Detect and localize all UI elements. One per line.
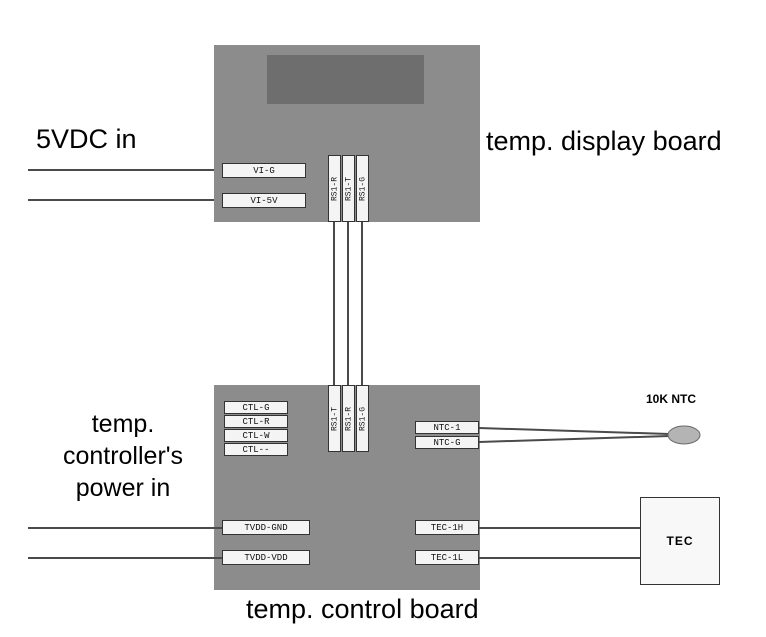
connector-ctl-dash-label: CTL-- — [242, 444, 270, 455]
connector-rs1-t-control: RS1-T — [328, 385, 341, 452]
control-board-label: temp. control board — [246, 594, 479, 624]
display-board-label: temp. display board — [486, 126, 722, 156]
wire-tec-1l — [479, 557, 640, 559]
connector-rs1-t-display: RS1-T — [342, 155, 355, 222]
connector-rs1-g-control: RS1-G — [356, 385, 369, 452]
controller-power-label-line1: temp. — [91, 410, 155, 438]
connector-tvdd-gnd-label: TVDD-GND — [244, 522, 288, 533]
connector-rs1-g-control-label: RS1-G — [358, 406, 367, 431]
ntc-label: 10K NTC — [646, 392, 697, 406]
wire-rs1-2 — [347, 222, 349, 385]
connector-ntc-g-label: NTC-G — [433, 437, 461, 448]
connector-rs1-g-display-label: RS1-G — [358, 176, 367, 201]
tec-module: TEC — [640, 497, 720, 585]
connector-rs1-t-display-label: RS1-T — [344, 176, 353, 201]
controller-power-label: temp. controller's power in — [28, 408, 218, 504]
connector-ctl-r: CTL-R — [224, 415, 288, 428]
connector-rs1-r-control: RS1-R — [342, 385, 355, 452]
connector-ctl-w-label: CTL-W — [242, 430, 270, 441]
controller-power-label-line3: power in — [75, 474, 171, 502]
connector-rs1-g-display: RS1-G — [356, 155, 369, 222]
vdc-in-label: 5VDC in — [36, 124, 137, 154]
connector-tvdd-gnd: TVDD-GND — [222, 520, 310, 535]
connector-ctl-g-label: CTL-G — [242, 402, 270, 413]
connector-tec-1h: TEC-1H — [415, 520, 479, 535]
connector-ntc-g: NTC-G — [415, 436, 479, 449]
connector-rs1-t-control-label: RS1-T — [330, 406, 339, 431]
connector-tec-1h-label: TEC-1H — [430, 522, 464, 533]
ntc-thermistor-icon — [667, 425, 701, 445]
wire-rs1-3 — [361, 222, 363, 385]
wire-tvdd-gnd — [28, 527, 222, 529]
connector-rs1-r-display-label: RS1-R — [330, 176, 339, 201]
controller-power-label-line2: controller's — [62, 442, 184, 470]
wire-ntc-1 — [479, 427, 670, 435]
wire-tec-1h — [479, 527, 640, 529]
connector-ctl-w: CTL-W — [224, 429, 288, 442]
tec-module-label: TEC — [666, 534, 694, 548]
connector-tvdd-vdd: TVDD-VDD — [222, 550, 310, 565]
lcd-display — [267, 55, 424, 104]
connector-ctl-g: CTL-G — [224, 401, 288, 414]
connector-rs1-r-display: RS1-R — [328, 155, 341, 222]
connector-ctl-dash: CTL-- — [224, 443, 288, 456]
connector-ctl-r-label: CTL-R — [242, 416, 270, 427]
connector-rs1-r-control-label: RS1-R — [344, 406, 353, 431]
wire-ntc-g — [479, 435, 670, 443]
connector-tec-1l-label: TEC-1L — [430, 552, 464, 563]
connector-tvdd-vdd-label: TVDD-VDD — [244, 552, 288, 563]
wire-vi-g — [28, 169, 222, 171]
wire-rs1-1 — [333, 222, 335, 385]
ntc-wires — [479, 425, 701, 445]
connector-vi-g: VI-G — [222, 163, 306, 178]
connector-tec-1l: TEC-1L — [415, 550, 479, 565]
connector-vi-5v: VI-5V — [222, 193, 306, 208]
connector-ntc-1: NTC-1 — [415, 421, 479, 434]
connector-vi-g-label: VI-G — [253, 165, 275, 176]
wire-tvdd-vdd — [28, 557, 222, 559]
connector-vi-5v-label: VI-5V — [250, 195, 278, 206]
connector-ntc-1-label: NTC-1 — [433, 422, 461, 433]
wire-vi-5v — [28, 199, 222, 201]
